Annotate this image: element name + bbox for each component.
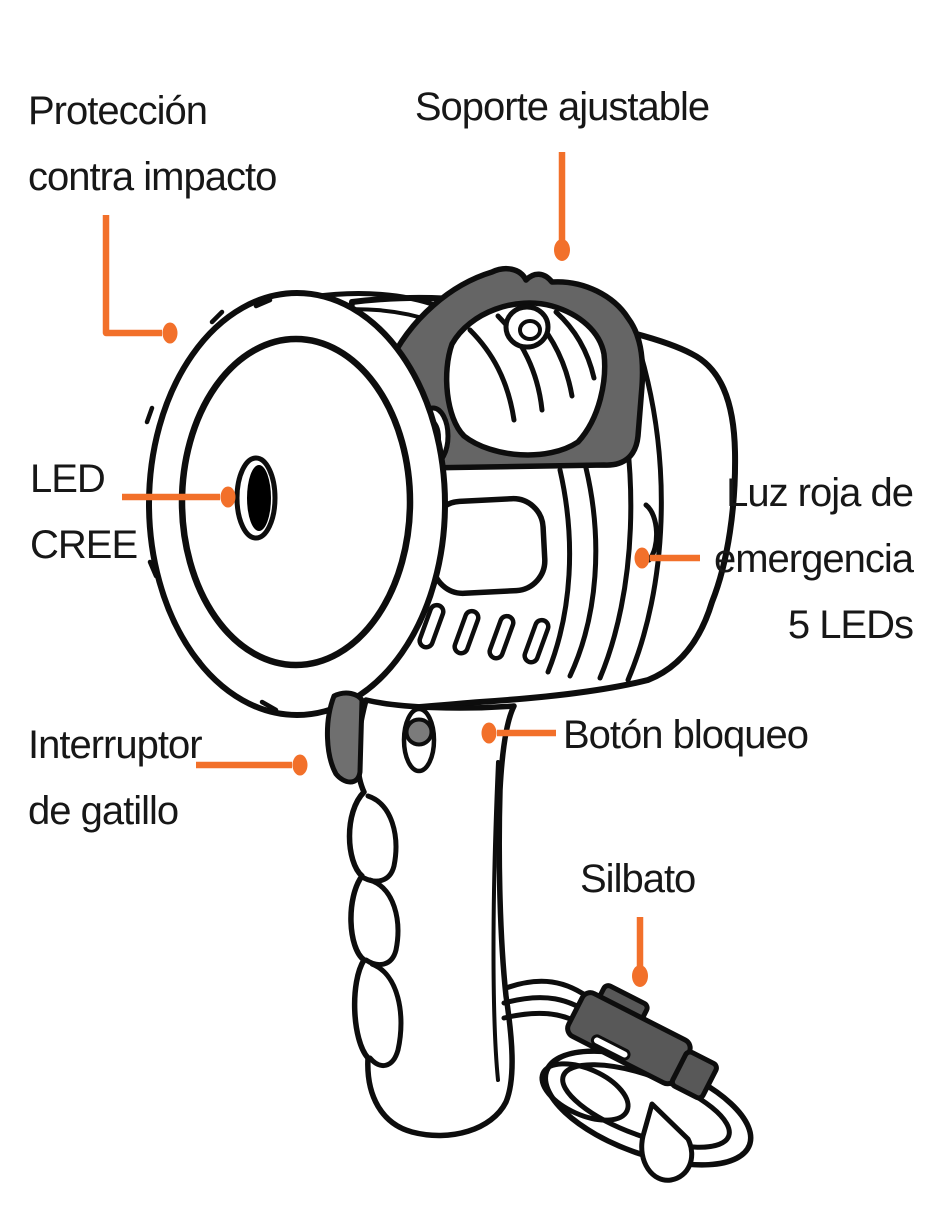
lens-ring xyxy=(178,335,414,669)
label-luz-roja-emergencia: Luz roja de emergencia 5 LEDs xyxy=(713,471,914,647)
cord-toggle xyxy=(639,1101,695,1183)
label-proteccion-contra-impacto: Protección contra impacto xyxy=(28,89,277,199)
whistle xyxy=(565,983,719,1101)
led-cree-emitter xyxy=(247,465,271,531)
handle-grip xyxy=(346,697,517,1139)
vent-slots xyxy=(417,602,551,665)
trigger-switch xyxy=(325,690,365,785)
leader-soporte xyxy=(554,152,570,261)
lock-button xyxy=(401,706,437,774)
adjustable-stand-bracket xyxy=(373,265,646,471)
label-boton-bloqueo: Botón bloqueo xyxy=(563,713,809,757)
leader-luz-roja xyxy=(634,547,700,569)
leader-boton xyxy=(481,722,556,744)
lamp-head xyxy=(144,290,448,718)
label-silbato: Silbato xyxy=(580,857,696,901)
leader-proteccion xyxy=(102,215,178,344)
label-led-cree: LED CREE xyxy=(30,457,138,567)
label-interruptor-de-gatillo: Interruptor de gatillo xyxy=(28,723,203,833)
leader-led-cree xyxy=(122,486,236,508)
leader-silbato xyxy=(632,917,648,987)
label-soporte-ajustable: Soporte ajustable xyxy=(414,85,710,129)
leader-interruptor xyxy=(196,754,308,776)
